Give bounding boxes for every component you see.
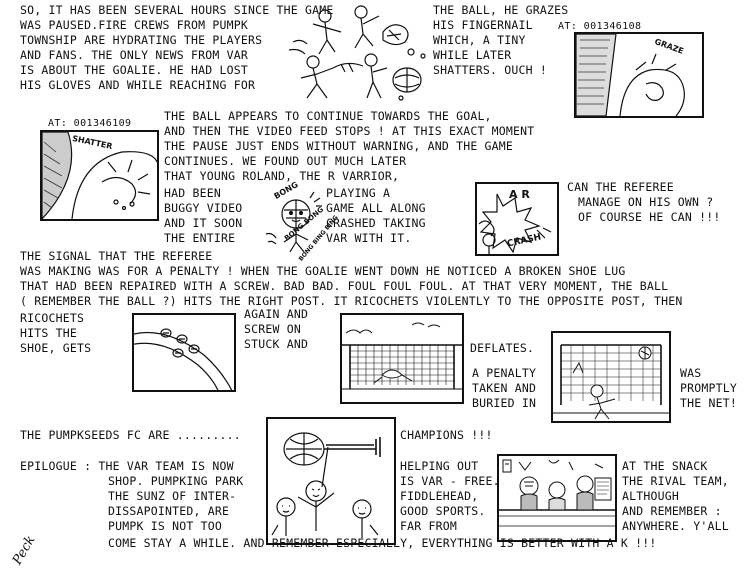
intro-line-4: and fans. The only news from VAR: [20, 48, 248, 62]
penalty-taken-line-3: buried in: [472, 396, 537, 410]
penalty-line-2: was making was for a penalty ! When the …: [20, 264, 626, 278]
promptly-line-1: was: [680, 366, 702, 380]
graze-panel: GRAZE: [574, 32, 704, 118]
referee-line-1: Can the referee: [567, 180, 674, 194]
graze-line-5: shatters. Ouch !: [433, 63, 547, 77]
roland-mid-line-4: VAR with it.: [326, 231, 412, 245]
shatter-panel: SHATTER: [40, 130, 159, 221]
graze-line-1: the ball, he grazes: [433, 3, 569, 17]
graze-line-3: which, a tiny: [433, 33, 526, 47]
roland-mid-line-2: game all along: [326, 201, 426, 215]
referee-line-2: manage on his own ?: [578, 195, 714, 209]
promptly-line-2: promptly: [680, 381, 737, 395]
fire-crew-doodle: [283, 2, 433, 102]
feed-line-1: The ball appears to continue towards the…: [164, 109, 492, 123]
roland-left-line-1: had been: [164, 186, 221, 200]
epilogue-right-line-5: anywhere. Y'all: [622, 519, 729, 533]
graze-line-2: his fingernail: [433, 18, 533, 32]
feed-line-5: that young Roland, the R varrior,: [164, 169, 400, 183]
epilogue-left-line-5: Pumpk is not too: [108, 519, 222, 533]
ricochet-left-line-1: ricochets: [20, 311, 85, 325]
intro-line-5: is about the goalie. He had lost: [20, 63, 248, 77]
artist-signature: Peck: [10, 533, 39, 568]
epilogue-mid-line-2: is VAR - free.: [400, 474, 500, 488]
roland-varrior-doodle: [262, 184, 324, 254]
epilogue-mid-line-4: good sports.: [400, 504, 486, 518]
epilogue-left-line-3: the sunz of inter-: [108, 489, 237, 503]
roland-left-line-4: the entire: [164, 231, 236, 245]
ricochet-mid-line-1: again and: [244, 307, 309, 321]
epilogue-right-line-4: and remember :: [622, 504, 722, 518]
ricochet-left-line-3: shoe, gets: [20, 341, 92, 355]
promptly-line-3: the net!: [680, 396, 737, 410]
intro-line-6: his gloves and while reaching for: [20, 78, 256, 92]
intro-line-1: So, it has been several hours since the …: [20, 3, 334, 17]
crash-panel: A R CRASH: [475, 182, 559, 256]
deflates-text: deflates.: [470, 341, 535, 355]
roland-mid-line-3: crashed taking: [326, 216, 426, 230]
penalty-line-3: that had been repaired with a screw. Bad…: [20, 279, 669, 293]
ricochet-mid-line-3: stuck and: [244, 337, 309, 351]
goal-net-panel: [340, 313, 464, 404]
intro-line-3: Township are hydrating the players: [20, 33, 263, 47]
epilogue-mid-line-5: far from: [400, 519, 457, 533]
ar-sound-effect: A R: [509, 188, 530, 201]
roland-mid-line-1: playing a: [326, 186, 391, 200]
epilogue-right-line-1: at the snack: [622, 459, 708, 473]
feed-line-3: the pause just ends without warning, and…: [164, 139, 514, 153]
graze-line-4: while later: [433, 48, 512, 62]
timestamp-graze: AT: 001346108: [558, 21, 642, 32]
penalty-line-4: ( remember the ball ?) hits the right po…: [20, 294, 683, 308]
roland-left-line-2: buggy video: [164, 201, 243, 215]
epilogue-mid-line-1: helping out: [400, 459, 479, 473]
ricochet-mid-line-2: screw on: [244, 322, 301, 336]
referee-line-3: Of course he can !!!: [578, 210, 721, 224]
penalty-taken-line-1: a penalty: [472, 366, 537, 380]
epilogue-right-line-3: although: [622, 489, 679, 503]
trophy-panel: [266, 417, 396, 545]
champions-text-left: The Pumpkseeds FC are .........: [20, 428, 241, 442]
epilogue-mid-line-3: Fiddlehead,: [400, 489, 479, 503]
epilogue-right-line-2: the rival team,: [622, 474, 729, 488]
epilogue-left-line-2: shop. Pumpking Park: [108, 474, 244, 488]
feed-line-2: and then the video feed stops ! At this …: [164, 124, 535, 138]
ricochet-left-line-2: hits the: [20, 326, 77, 340]
shoe-panel: [132, 313, 236, 392]
timestamp-shatter: AT: 001346109: [48, 118, 132, 129]
epilogue-left-line-1: Epilogue : The VAR team is now: [20, 459, 234, 473]
penalty-kick-panel: [551, 331, 671, 423]
feed-line-4: continues. We found out much later: [164, 154, 407, 168]
champions-text-right: Champions !!!: [400, 428, 493, 442]
penalty-line-1: The signal that the referee: [20, 249, 213, 263]
epilogue-left-line-4: dissapointed, are: [108, 504, 230, 518]
penalty-taken-line-2: taken and: [472, 381, 537, 395]
intro-line-2: was paused.Fire crews from Pumpk: [20, 18, 248, 32]
roland-left-line-3: and it soon: [164, 216, 243, 230]
snack-shop-panel: [497, 454, 617, 542]
closing-line: come stay a while. And remember especial…: [108, 536, 657, 550]
